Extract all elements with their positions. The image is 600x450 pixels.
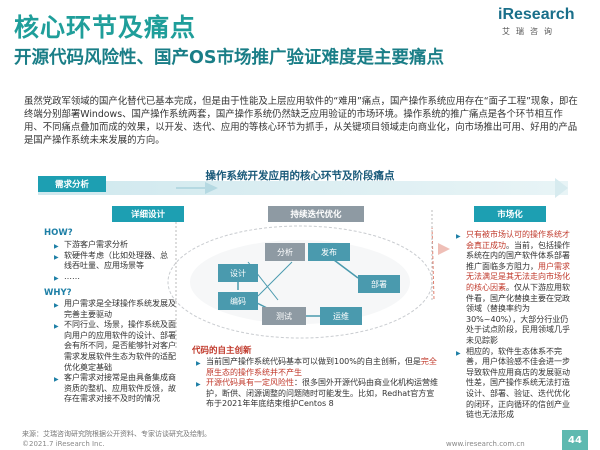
website: www.iresearch.com.cn: [446, 440, 525, 448]
why-item: 用户需求是全球操作系统发展及完善主要驱动: [54, 299, 176, 320]
flow-arrow-1: [176, 182, 218, 194]
cycle-coding: 编码: [218, 292, 258, 310]
market-item-text-2: 。仅从下游应用软件看，国产化替换主要在党政领域（替换率约为30%~40%），大部…: [466, 282, 570, 345]
market-item-text: 。当前，包括操作系统在内的国产软件体系部署推广面临多方阻力，: [466, 240, 570, 271]
cycle-ops: 运维: [320, 307, 362, 325]
step-iteration: 持续迭代优化: [268, 206, 364, 222]
connector-release-deploy: [333, 259, 359, 279]
band-arrow-head: [555, 178, 568, 198]
intro-paragraph: 虽然党政军领域的国产化替代已基本完成，但是由于性能及上层应用软件的“难用”痛点，…: [24, 96, 578, 146]
market-item: 只有被市场认可的操作系统才会真正成功。当前，包括操作系统在内的国产软件体系部署推…: [456, 230, 576, 347]
step-requirement-analysis: 需求分析: [38, 176, 106, 192]
self-item: 开源代码具有一定风险性：很多国外开源代码由商业化机构运营维护，断供、闭源调整的问…: [196, 378, 442, 410]
self-item-highlight: 开源代码具有一定风险性: [206, 378, 294, 388]
self-innovation-label: 代码的自主创新: [192, 346, 252, 356]
how-item: 软硬件考虑（比如处理器、总线吞吐量、应用场景等: [54, 251, 174, 272]
copyright: ©2021.7 iResearch Inc.: [22, 440, 105, 448]
source-note: 来源：艾瑞咨询研究院根据公开资料、专家访谈研究及绘制。: [22, 430, 211, 438]
cycle-design: 设计: [218, 264, 258, 282]
why-item: 不同行业、场景，操作系统及面向用户的应用软件的设计、部署会有所不同，是否能够针对…: [54, 320, 176, 373]
logo-sub-text: 艾瑞咨询: [502, 27, 558, 36]
market-item-text: 相应的，软件生态体系不完善，用户体验感不佳会进一步导致软件应用商店的发展驱动性差…: [466, 346, 570, 420]
step-detailed-design: 详细设计: [112, 206, 184, 222]
page-number: 44: [562, 430, 588, 450]
page-subtitle: 开源代码风险性、国产OS市场推广验证难度是主要痛点: [14, 48, 444, 68]
logo-main-text: iResearch: [498, 6, 575, 23]
market-arrow: [438, 243, 450, 255]
self-innovation-list: 当前国产操作系统代码基本可以做到100%的自主创新，但是完全原生态的操作系统并不…: [196, 357, 442, 410]
self-item: 当前国产操作系统代码基本可以做到100%的自主创新，但是完全原生态的操作系统并不…: [196, 357, 442, 378]
why-list: 用户需求是全球操作系统发展及完善主要驱动 不同行业、场景，操作系统及面向用户的应…: [54, 299, 176, 405]
market-item: 相应的，软件生态体系不完善，用户体验感不佳会进一步导致软件应用商店的发展驱动性差…: [456, 346, 576, 421]
page-title: 核心环节及痛点: [14, 13, 197, 42]
self-item-text: ：很多国外开源代码由商业化机构运营维护，断供、闭源调整的问题随时可能发生。比如，…: [206, 378, 438, 409]
cycle-test: 测试: [262, 307, 306, 325]
process-band: [38, 181, 568, 195]
diagram-title: 操作系统开发应用的核心环节及阶段痛点: [205, 170, 395, 182]
market-list: 只有被市场认可的操作系统才会真正成功。当前，包括操作系统在内的国产软件体系部署推…: [456, 230, 576, 421]
market-item-highlight: 只有被市场认可的操作系统才会真正成功: [466, 230, 570, 250]
self-item-highlight: 完全原生态的操作系统并不产生: [206, 357, 437, 377]
how-item: ……: [54, 272, 174, 284]
connector-cross-2: [257, 261, 293, 297]
how-label: HOW?: [44, 228, 73, 238]
cycle-analysis: 分析: [265, 243, 305, 261]
why-label: WHY?: [44, 288, 72, 298]
market-item-highlight-2: 用户需求无法满足是其无法走向市场化的核心因素: [466, 261, 570, 292]
step-marketization: 市场化: [474, 206, 546, 222]
how-list: 下游客户需求分析 软硬件考虑（比如处理器、总线吞吐量、应用场景等 ……: [54, 240, 174, 284]
cycle-deploy: 部署: [358, 275, 400, 293]
cycle-release: 发布: [308, 243, 350, 261]
why-item: 客户需求对接常是由具备集成商资质的整机、应用软件反馈，故存在需求对接不及时的情况: [54, 373, 176, 405]
iresearch-logo: iResearch 艾瑞咨询: [498, 6, 578, 44]
how-item: 下游客户需求分析: [54, 240, 174, 252]
self-item-text: 当前国产操作系统代码基本可以做到100%的自主创新，但是: [206, 357, 421, 366]
